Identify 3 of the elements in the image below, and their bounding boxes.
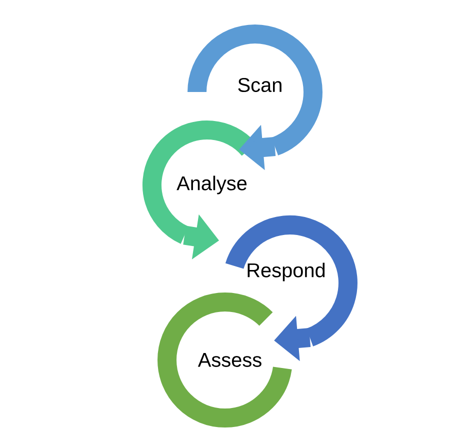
ring: Scan (188, 24, 322, 156)
ring: Assess (158, 292, 292, 428)
ring: Respond (226, 216, 358, 346)
